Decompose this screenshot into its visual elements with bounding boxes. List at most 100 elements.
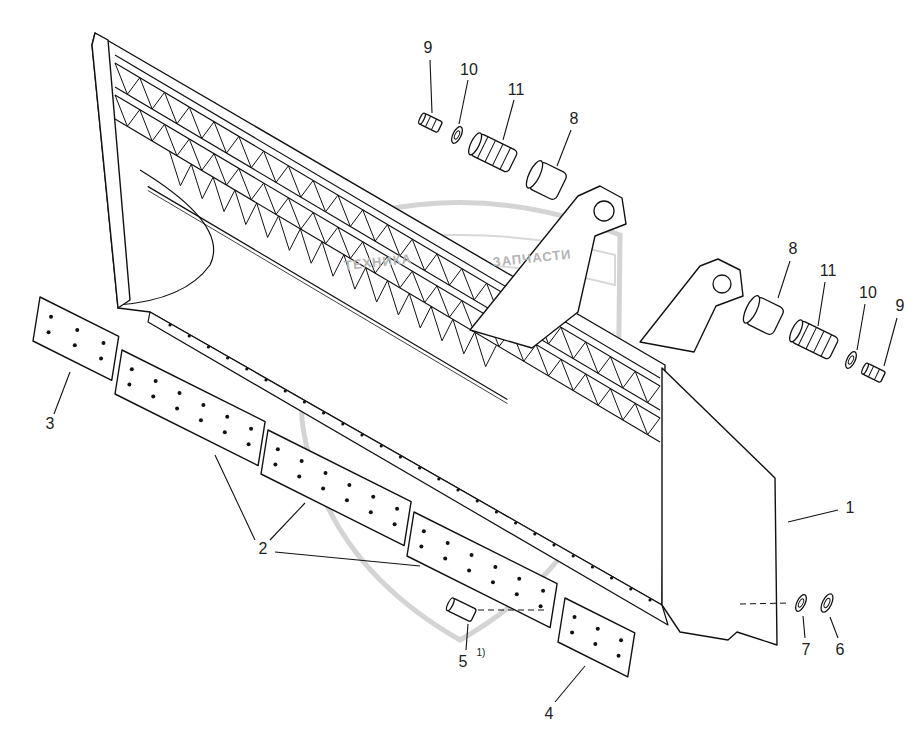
leader-line: [884, 318, 897, 366]
bolt-hole: [226, 356, 229, 359]
callout-number: 11: [508, 82, 525, 98]
leader-line: [818, 282, 825, 326]
bolt-hole: [514, 521, 517, 524]
cutting-edge-plate: [407, 512, 557, 628]
bolt-hole: [345, 498, 349, 502]
bolt-hole: [533, 532, 536, 535]
end-plate: [662, 368, 777, 645]
washer-inner: [847, 355, 855, 365]
bushing-face: [787, 318, 805, 343]
bolt-hole: [49, 315, 53, 319]
bolt-hole: [476, 499, 479, 502]
bolt-hole: [399, 455, 402, 458]
bushing-ridge: [500, 148, 511, 170]
bolt-hole: [75, 328, 79, 332]
leader-line: [459, 80, 468, 124]
bolt-hole: [648, 598, 651, 601]
washer-outer: [793, 593, 808, 613]
bolt-hole: [199, 418, 203, 422]
bolt-hole: [573, 615, 577, 619]
callout-number: 8: [789, 241, 798, 257]
bolt-hole: [515, 592, 519, 596]
mounting-arm: [640, 259, 743, 352]
mounting-arm: [470, 186, 626, 348]
bolt-hole: [223, 430, 227, 434]
bolt-hole: [322, 411, 325, 414]
sleeve-face: [740, 294, 763, 326]
bolt-hole: [360, 433, 363, 436]
bolt-hole: [596, 627, 600, 631]
bolt-hole: [371, 495, 375, 499]
bolt-hole: [369, 510, 373, 514]
callout-number: 6: [836, 642, 845, 658]
leader-line: [54, 372, 70, 414]
bolt-hole: [188, 334, 191, 337]
bushing-ridge: [485, 140, 496, 162]
leader-line: [430, 60, 432, 113]
leader-line: [466, 624, 468, 650]
mesh-rail: [115, 87, 660, 410]
pin-ridge: [425, 116, 430, 127]
callout-number: 9: [424, 40, 433, 56]
cutting-edge-plate: [115, 350, 265, 466]
sleeve-face: [523, 159, 546, 191]
washer: [449, 125, 464, 145]
callout-number: 3: [46, 416, 55, 432]
bolt-hole: [151, 394, 155, 398]
washer: [843, 350, 858, 370]
callout-number: 2: [259, 541, 268, 557]
bolt-hole: [380, 444, 383, 447]
cutting-edge-plate: [33, 297, 119, 380]
leader-line: [857, 304, 865, 350]
callout-number: 10: [460, 62, 478, 78]
washer-outer: [843, 350, 858, 370]
bolt-hole: [570, 630, 574, 634]
arm-eye: [713, 275, 731, 293]
mesh-rail: [115, 55, 660, 378]
bolt-hole: [73, 343, 77, 347]
leader-line: [557, 130, 571, 166]
bolt-hole: [517, 577, 521, 581]
leader-line: [788, 510, 838, 522]
bolt-hole: [168, 323, 171, 326]
bolt-hole: [619, 638, 623, 642]
blade-face-curve: [118, 170, 214, 305]
washer-inner: [453, 130, 461, 140]
bolt-hole: [321, 486, 325, 490]
nut-outer: [819, 592, 836, 614]
pin-face: [860, 362, 869, 375]
sleeve: [523, 159, 568, 201]
bolt-hole: [446, 541, 450, 545]
bolt-hole: [297, 474, 301, 478]
bolt-hole: [347, 483, 351, 487]
leader-line: [270, 503, 305, 540]
mesh-rail: [115, 95, 660, 418]
bolt-hole: [591, 565, 594, 568]
bolt-face: [445, 597, 456, 612]
bushing-ridge: [806, 327, 817, 349]
nut-inner: [823, 598, 831, 609]
bolt-hole: [341, 422, 344, 425]
arm-eye: [594, 201, 614, 221]
bolt-hole: [395, 507, 399, 511]
bushing: [787, 318, 839, 360]
leader-line: [215, 455, 255, 540]
bolt-hole: [324, 471, 328, 475]
callout-number: 8: [570, 111, 579, 127]
washer-outer: [449, 125, 464, 145]
washer-inner: [797, 598, 805, 608]
callout-number: 5: [459, 654, 468, 670]
callout-number: 10: [859, 285, 877, 301]
bolt-hole: [443, 556, 447, 560]
pin-ridge: [431, 119, 436, 130]
assembly-line: [478, 610, 545, 611]
bolt-hole: [419, 545, 423, 549]
bushing-face: [466, 131, 484, 156]
bolt-hole: [572, 554, 575, 557]
bolt-hole: [393, 522, 397, 526]
bolt-hole: [552, 543, 555, 546]
assembly-line: [740, 603, 790, 604]
bolt-hole: [207, 345, 210, 348]
bolt-hole: [300, 459, 304, 463]
